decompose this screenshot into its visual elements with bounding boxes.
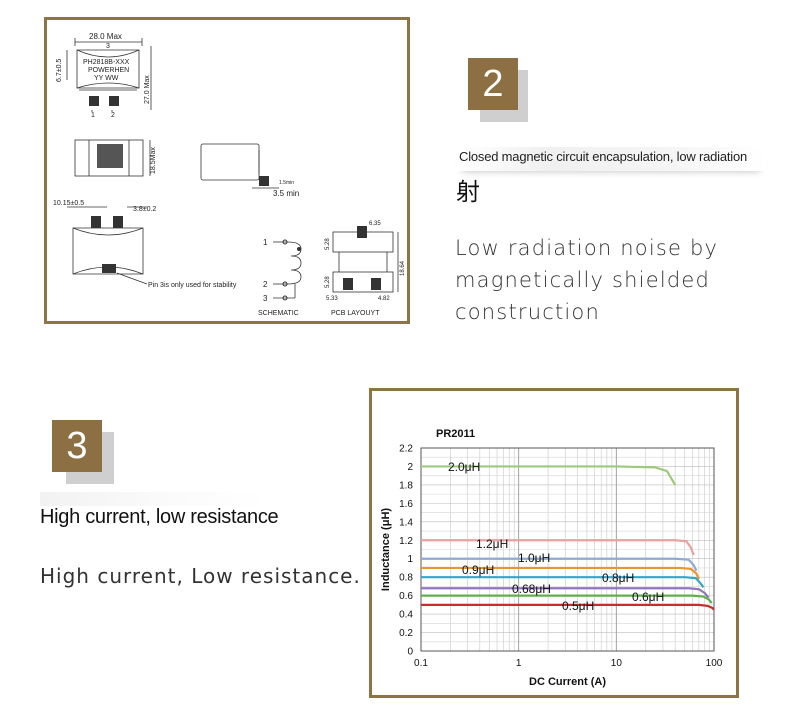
technical-drawing: 28.0 Max 3 6.7±0.5 27.0 Max PH2818B-XXX … — [53, 32, 406, 317]
dim-pad-small: 3.8±0.2 — [133, 206, 156, 213]
y-axis-label: Inductance (μH) — [380, 508, 392, 591]
schematic-pin1: 1 — [263, 238, 268, 247]
dim-body-height: 18.5Max — [150, 147, 157, 174]
chart-title: PR2011 — [436, 428, 475, 440]
y-tick-label: 0.8 — [399, 573, 413, 584]
section3-ghost-band — [40, 492, 270, 506]
pcb-dim-482: 4.82 — [378, 296, 390, 302]
series-label: 0.5μH — [562, 599, 594, 613]
y-tick-label: 2.2 — [399, 444, 413, 455]
series-line — [421, 539, 695, 556]
pcb-dim-635: 6.35 — [369, 221, 381, 227]
series-label: 1.2μH — [476, 537, 508, 551]
series-label: 1.0μH — [518, 551, 550, 565]
series-label: 2.0μH — [448, 460, 480, 474]
dim-3-top: 3 — [106, 43, 110, 50]
section-number-badge-2: 2 — [468, 58, 518, 110]
pcb-dim-528b: 5.28 — [325, 276, 331, 288]
marking-line1: PH2818B-XXX — [83, 59, 130, 66]
pin1-label: 1 — [91, 112, 95, 119]
x-tick-label: 100 — [706, 658, 723, 669]
section3-body: High current, Low resistance. — [40, 564, 361, 588]
x-tick-label: 1 — [516, 658, 522, 669]
dim-min: 3.5 min — [273, 189, 299, 198]
y-tick-label: 1.6 — [399, 499, 413, 510]
pin2-label: 2 — [111, 112, 115, 119]
section2-caption: Closed magnetic circuit encapsulation, l… — [456, 147, 766, 171]
series-line — [421, 594, 713, 604]
x-tick-label: 0.1 — [414, 658, 428, 669]
pcb-dim-533: 5.33 — [326, 296, 338, 302]
y-tick-label: 0.2 — [399, 628, 413, 639]
dim-pad-width: 10.15±0.5 — [53, 200, 84, 207]
section3-title: High current, low resistance — [40, 506, 279, 528]
dim-height-right: 27.0 Max — [144, 75, 151, 104]
x-axis-label: DC Current (A) — [529, 676, 606, 688]
series-label: 0.68μH — [512, 582, 551, 596]
marking-line2: POWERHEN — [88, 67, 129, 74]
pcb-dim-528a: 5.28 — [325, 238, 331, 250]
x-tick-label: 10 — [611, 658, 623, 669]
section-number-badge-3: 3 — [52, 420, 102, 472]
series-label: 0.6μH — [632, 590, 664, 604]
series-label: 0.9μH — [462, 563, 494, 577]
dim-min-small: 1.5min — [279, 180, 294, 186]
inductance-chart: 0 0.2 0.4 0.6 0.8 1 1.2 1.4 1.6 1.8 2 2.2 0.1 1 10 100 P… — [380, 428, 723, 688]
pin3-note: Pin 3is only used for stability — [148, 282, 237, 289]
schematic-pin3: 3 — [263, 294, 268, 303]
y-tick-label: 1.4 — [399, 517, 413, 528]
technical-drawing-panel: 28.0 Max 3 6.7±0.5 27.0 Max PH2818B-XXX … — [44, 17, 410, 324]
y-tick-label: 2 — [407, 462, 413, 473]
dim-width-top: 28.0 Max — [89, 32, 122, 41]
pcb-dim-1864: 18.64 — [400, 260, 406, 276]
y-tick-label: 1 — [407, 554, 413, 565]
dim-height-side: 6.7±0.5 — [56, 59, 63, 82]
marking-line3: YY WW — [94, 75, 119, 82]
series-line — [421, 557, 698, 572]
y-tick-label: 1.2 — [399, 536, 413, 547]
schematic-label: SCHEMATIC — [258, 310, 299, 317]
pcb-label: PCB LAYOUYT — [331, 310, 380, 317]
y-tick-label: 0 — [407, 647, 413, 658]
series-line — [421, 603, 715, 611]
series-line — [421, 465, 677, 486]
series-label: 0.8μH — [602, 571, 634, 585]
series-line — [421, 576, 705, 588]
plot-frame — [420, 447, 715, 652]
y-tick-label: 1.8 — [399, 480, 413, 491]
schematic-pin2: 2 — [263, 280, 268, 289]
section2-body: Low radiation noise by magnetically shie… — [455, 236, 719, 324]
series-line — [421, 566, 700, 580]
inductance-chart-panel: 0 0.2 0.4 0.6 0.8 1 1.2 1.4 1.6 1.8 2 2.2 0.1 1 10 100 P… — [369, 388, 739, 698]
y-tick-label: 0.6 — [399, 591, 413, 602]
section2-glyph: 射 — [456, 178, 480, 206]
series-line — [421, 587, 710, 599]
y-tick-label: 0.4 — [399, 610, 413, 621]
